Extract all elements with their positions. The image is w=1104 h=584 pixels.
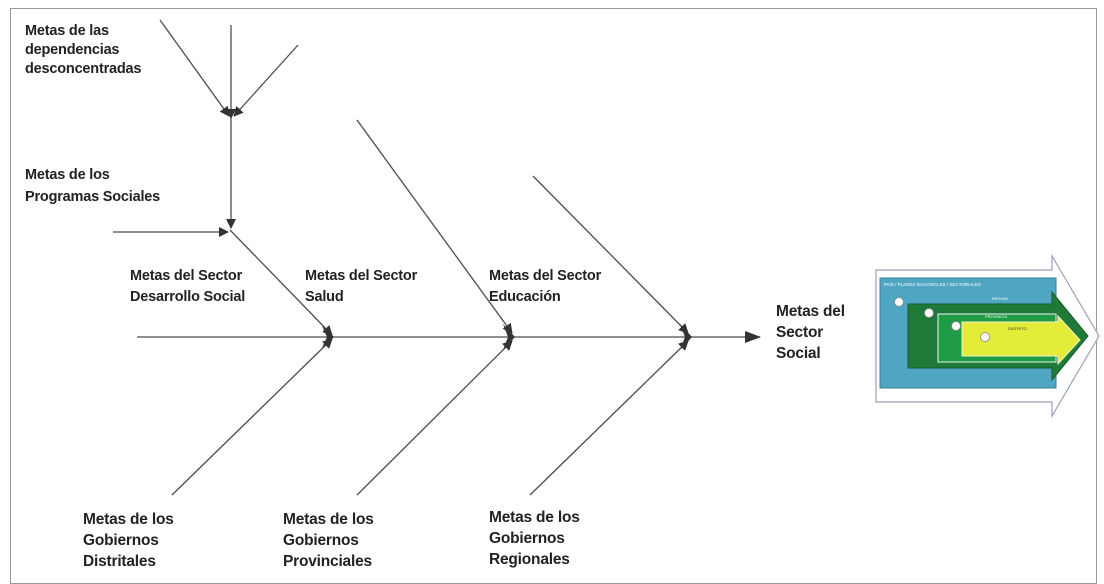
label-provinciales-line-1: Metas de los <box>283 511 374 528</box>
label-dependencias-line-1: Metas de las <box>25 23 109 39</box>
label-distritales: Metas de los Gobiernos Distritales <box>83 509 174 572</box>
label-salud-line-1: Metas del Sector <box>305 268 418 284</box>
branch-distritales <box>171 338 333 496</box>
label-dependencias-line-2: dependencias <box>25 42 120 58</box>
branch-desarrollo <box>229 229 333 336</box>
label-salud: Metas del Sector Salud <box>305 266 417 308</box>
label-dependencias-line-3: desconcentradas <box>25 61 142 77</box>
label-provinciales-line-2: Gobiernos <box>283 532 359 549</box>
label-programas-line-2: Programas Sociales <box>25 189 161 205</box>
junction-marker-3 <box>680 324 692 350</box>
junction-marker-1 <box>322 326 334 348</box>
label-provinciales: Metas de los Gobiernos Provinciales <box>283 509 374 572</box>
thumb-l3: PROVINCIA <box>985 314 1007 319</box>
label-sector-social-line-2: Sector <box>776 324 824 341</box>
branch-educacion <box>532 175 689 334</box>
branch-salud <box>356 119 513 334</box>
thumb-l4: DISTRITO <box>1008 326 1027 331</box>
thumb-header: PAIS / PLANES NACIONALES / SECTORIALES <box>884 282 981 287</box>
branch-dependencias-a <box>159 19 230 117</box>
label-sector-social-line-3: Social <box>776 345 821 362</box>
label-programas-line-1: Metas de los <box>25 167 110 183</box>
label-regionales-line-3: Regionales <box>489 551 570 568</box>
label-desarrollo: Metas del Sector Desarrollo Social <box>130 266 245 308</box>
label-educacion: Metas del Sector Educación <box>489 266 601 308</box>
label-sector-social-line-1: Metas del <box>776 303 845 320</box>
label-dependencias: Metas de las dependencias desconcentrada… <box>25 22 141 79</box>
nested-levels-thumbnail: PAIS / PLANES NACIONALES / SECTORIALES R… <box>875 253 1100 419</box>
label-provinciales-line-3: Provinciales <box>283 553 372 570</box>
junction-marker-2 <box>503 324 515 350</box>
label-distritales-line-2: Gobiernos <box>83 532 159 549</box>
label-regionales: Metas de los Gobiernos Regionales <box>489 507 580 570</box>
label-regionales-line-1: Metas de los <box>489 509 580 526</box>
branch-dependencias-c <box>233 44 299 117</box>
label-desarrollo-line-2: Desarrollo Social <box>130 289 246 305</box>
branch-regionales <box>529 340 689 496</box>
branch-provinciales <box>356 340 513 496</box>
label-programas: Metas de los Programas Sociales <box>25 164 160 208</box>
label-educacion-line-1: Metas del Sector <box>489 268 602 284</box>
label-sector-social: Metas del Sector Social <box>776 301 845 364</box>
label-distritales-line-3: Distritales <box>83 553 156 570</box>
label-educacion-line-2: Educación <box>489 289 561 305</box>
thumb-l2: REGION <box>992 296 1008 301</box>
label-salud-line-2: Salud <box>305 289 344 305</box>
label-desarrollo-line-1: Metas del Sector <box>130 268 243 284</box>
label-regionales-line-2: Gobiernos <box>489 530 565 547</box>
label-distritales-line-1: Metas de los <box>83 511 174 528</box>
